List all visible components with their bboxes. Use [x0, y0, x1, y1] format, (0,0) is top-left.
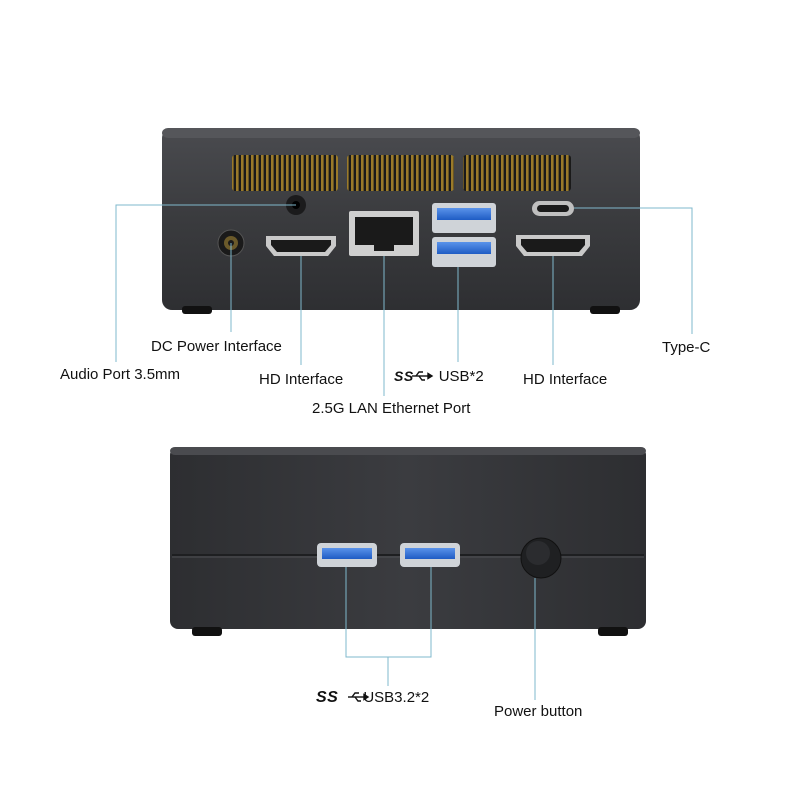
rear-usb-text: USB*2: [438, 368, 484, 385]
front-device: [170, 447, 646, 700]
rear-top-edge: [162, 128, 640, 138]
rear-usb-label: SS USB*2: [394, 368, 484, 385]
type-c-label: Type-C: [662, 339, 711, 356]
ss-logo: SS: [394, 368, 414, 384]
lan-label: 2.5G LAN Ethernet Port: [312, 400, 471, 417]
hd-interface-label-1: HD Interface: [259, 371, 344, 388]
front-usb-port-2[interactable]: [400, 543, 460, 567]
hd-interface-label-2: HD Interface: [523, 371, 608, 388]
front-leader-lines: [345, 567, 536, 700]
front-foot-right: [598, 627, 628, 636]
rear-foot-left: [182, 306, 212, 314]
hdmi-port-1[interactable]: [266, 236, 336, 256]
dc-power-label: DC Power Interface: [151, 338, 282, 355]
type-c-port[interactable]: [532, 201, 574, 216]
front-top-edge: [170, 447, 646, 455]
ss-logo: SS: [316, 689, 339, 706]
usb-trident-icon: [348, 692, 370, 702]
front-foot-left: [192, 627, 222, 636]
front-chassis: [170, 447, 646, 629]
rear-leader-lines: [115, 204, 693, 396]
audio-port-label: Audio Port 3.5mm: [60, 366, 181, 383]
power-button-label: Power button: [494, 703, 583, 720]
usb-trident-icon: [412, 371, 434, 381]
front-usb-port-1[interactable]: [317, 543, 377, 567]
vent-middle: [347, 155, 454, 191]
power-button[interactable]: [520, 537, 562, 579]
front-usb-label: SS USB3.2*2: [316, 689, 429, 707]
front-usb-text: USB3.2*2: [363, 689, 430, 706]
vent-right: [463, 155, 571, 191]
rear-usb-ports[interactable]: [432, 203, 496, 267]
rear-device: [115, 128, 693, 396]
hdmi-port-2[interactable]: [516, 235, 590, 256]
ethernet-port[interactable]: [349, 211, 419, 256]
vent-left: [232, 155, 338, 191]
rear-foot-right: [590, 306, 620, 314]
